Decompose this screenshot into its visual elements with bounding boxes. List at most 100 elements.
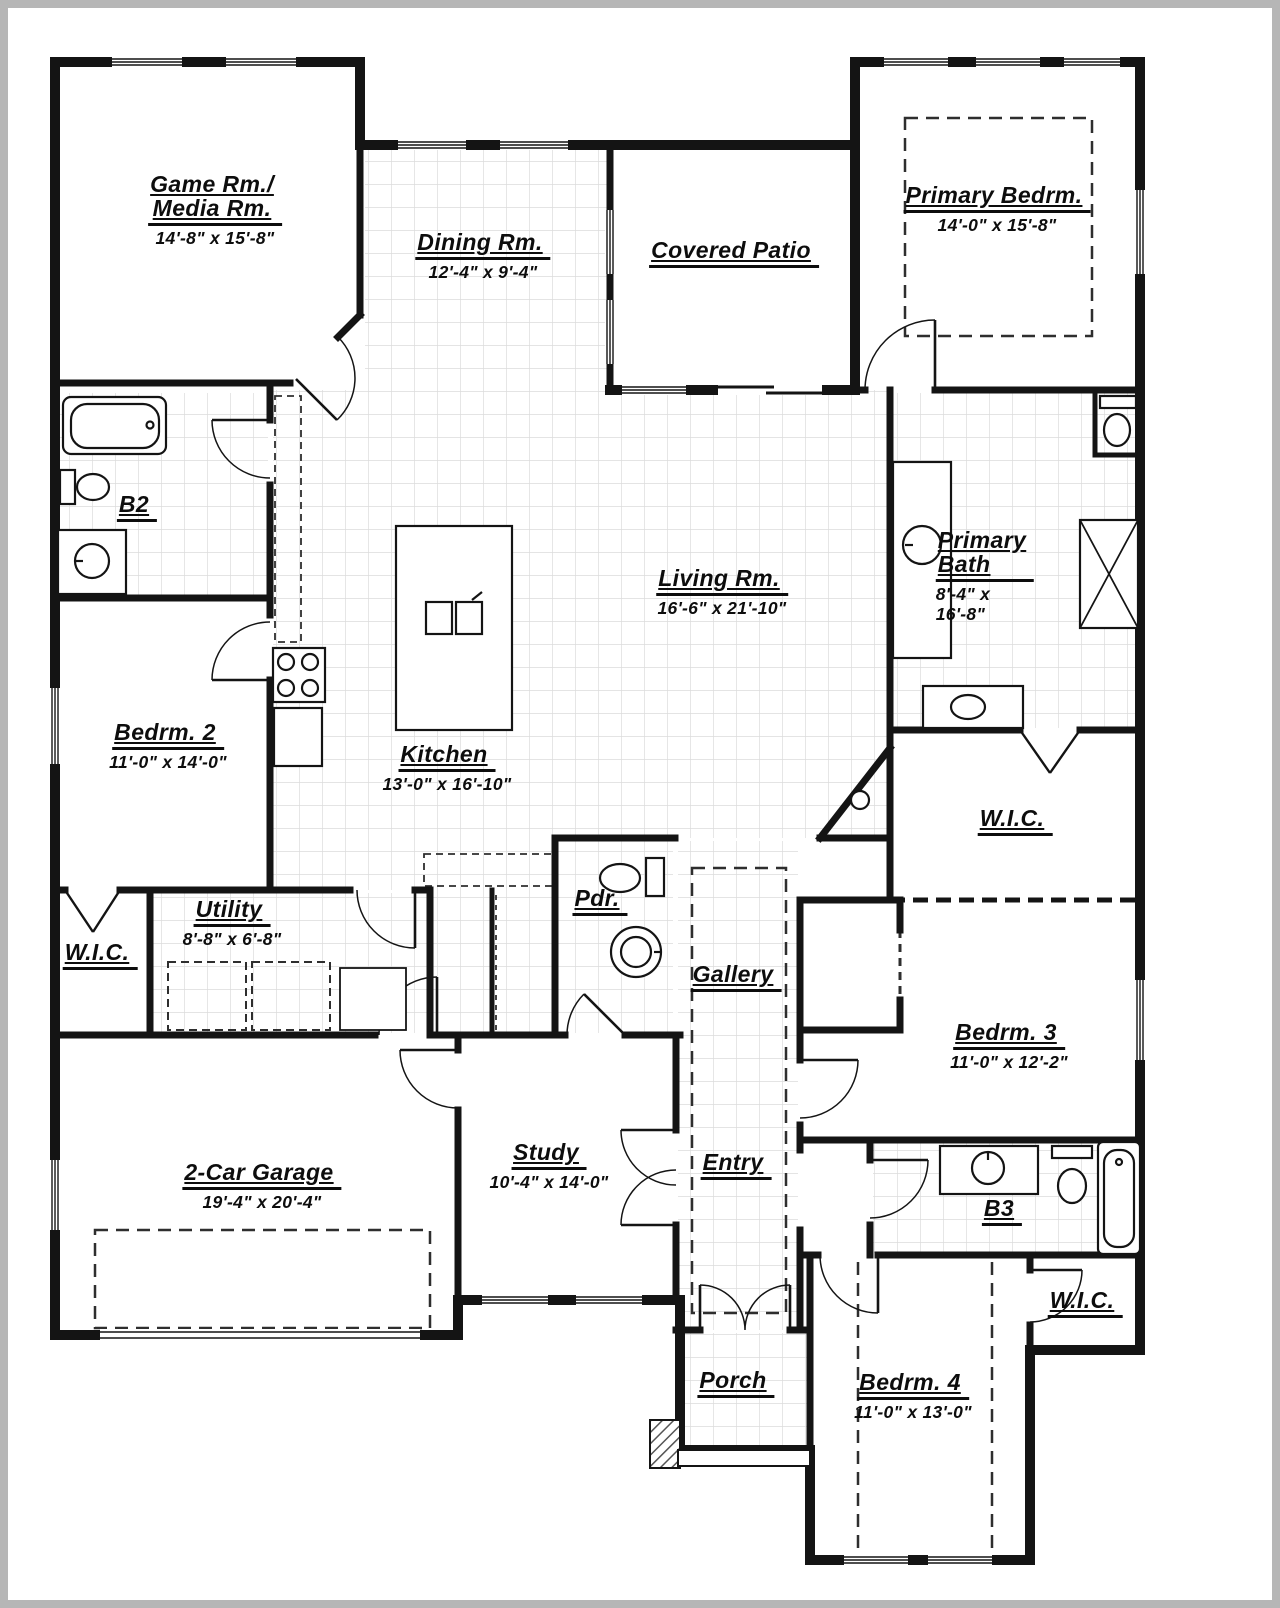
patio-slider-door [718,385,822,395]
room-label-gallery: Gallery [690,962,782,994]
room-label-covered-patio: Covered Patio [649,238,819,270]
powder-toilet [598,856,666,898]
interior-walls [51,141,1144,1454]
room-name: B3 [981,1196,1023,1227]
bath3-vanity [938,1144,1040,1196]
room-label-wic-left: W.I.C. [62,940,138,972]
room-dims: 11'-0" x 12'-2" [950,1052,1068,1073]
room-name: Bedrm. 4 [857,1370,969,1401]
powder-door [566,993,626,1036]
room-dims: 10'-4" x 14'-0" [489,1172,609,1193]
game-room-door [295,336,356,421]
primary-wic-doors [1019,729,1081,774]
room-name: W.I.C. [977,806,1053,837]
kitchen-counter-dash [274,395,302,643]
room-dims: 14'-8" x 15'-8" [155,228,275,249]
room-label-dining-room: Dining Rm. 12'-4" x 9'-4" [415,230,551,283]
room-name: W.I.C. [1047,1288,1123,1319]
room-name: Gallery [690,962,782,993]
room-label-living-room: Living Rm. 16'-6" x 21'-10" [656,566,788,618]
room-label-wic-bedroom-4: W.I.C. [1047,1288,1123,1320]
gallery-ceiling-dash [690,866,788,1315]
room-name: Living Rm. [656,566,788,597]
bath3-toilet [1050,1144,1094,1205]
room-dims: 11'-0" x 13'-0" [854,1402,972,1423]
bath2-tub [61,395,168,456]
primary-bath-vanity [891,460,953,660]
windows [50,57,1145,1565]
garage-parking-dash [93,1228,432,1330]
room-label-bath-2: B2 [116,492,158,524]
bath3-door [869,1158,929,1219]
room-dims: 8'-8" x 6'-8" [182,929,282,950]
room-label-bedroom-3: Bedrm. 3 11'-0" x 12'-2" [950,1020,1068,1072]
room-label-game-media-room: Game Rm./ Media Rm. 14'-8" x 15'-8" [148,172,282,248]
front-entry-doors [698,1284,792,1331]
bath2-vanity-sink [56,528,128,596]
garage-entry-door [399,1048,459,1109]
bath2-door [211,418,271,479]
room-label-kitchen: Kitchen 13'-0" x 16'-10" [383,742,512,794]
room-name: Bedrm. 2 [112,720,224,751]
bedroom3-door [799,1058,859,1119]
room-label-primary-bath: Primary Bath 8'-4" x 16'-8" [935,528,1035,625]
primary-bath-toilet [1098,394,1138,448]
primary-bath-shower [1078,518,1140,630]
room-name: Game Rm./ Media Rm. [148,172,282,227]
room-name: Utility [193,897,271,928]
primary-bedroom-ceiling-dash [903,116,1094,338]
kitchen-fridge [272,706,324,768]
kitchen-range [271,646,327,704]
utility-counter [339,967,407,1031]
room-name: W.I.C. [62,940,138,971]
room-name: Covered Patio [649,238,819,269]
room-name: Bedrm. 3 [953,1020,1065,1051]
primary-bedroom-door [864,319,937,391]
room-name: 2-Car Garage [182,1160,342,1191]
room-name: Primary Bedrm. [903,183,1091,214]
washer-dash [167,961,247,1031]
room-dims: 19'-4" x 20'-4" [202,1192,322,1213]
room-name: Entry [700,1150,772,1181]
porch-steps [649,1419,811,1469]
room-name: Kitchen [398,742,496,773]
fixtures [56,394,1142,1469]
kitchen-island [394,524,514,732]
room-name: Pdr. [572,886,628,917]
room-label-bath-3: B3 [981,1196,1023,1228]
room-label-utility: Utility 8'-8" x 6'-8" [183,897,282,949]
room-dims: 14'-0" x 15'-8" [937,215,1057,236]
corner-niche-knob [849,789,871,811]
room-label-porch: Porch [697,1368,775,1400]
room-name: B2 [116,492,158,523]
wic-left-doors [64,889,122,933]
room-name: Porch [697,1368,775,1399]
primary-bath-vanity2 [921,684,1025,730]
powder-pedestal-sink [609,925,663,979]
study-double-doors [620,1128,677,1227]
bath3-tub [1096,1140,1142,1256]
room-label-bedroom-4: Bedrm. 4 11'-0" x 13'-0" [854,1370,972,1422]
room-label-study: Study 10'-4" x 14'-0" [490,1140,609,1192]
utility-door [356,889,417,949]
room-label-garage: 2-Car Garage 19'-4" x 20'-4" [182,1160,342,1213]
room-dims: 8'-4" x 16'-8" [935,584,991,625]
garage-overhead-door [100,1329,420,1341]
room-label-primary-bedroom: Primary Bedrm. 14'-0" x 15'-8" [903,183,1091,236]
bedroom2-door [211,621,271,682]
room-name: Study [511,1140,587,1171]
wic-bedroom4-door [1029,1268,1083,1323]
bath2-toilet [58,468,111,506]
room-label-powder-room: Pdr. [572,886,628,918]
room-label-bedroom-2: Bedrm. 2 11'-0" x 14'-0" [109,720,227,772]
dryer-dash [251,961,331,1031]
room-name: Dining Rm. [415,230,551,261]
room-dims: 16'-6" x 21'-10" [657,598,787,619]
room-label-primary-wic: W.I.C. [977,806,1053,838]
room-dims: 11'-0" x 14'-0" [109,752,227,773]
room-label-entry: Entry [700,1150,772,1182]
room-dims: 12'-4" x 9'-4" [428,262,538,283]
room-dims: 13'-0" x 16'-10" [382,774,512,795]
